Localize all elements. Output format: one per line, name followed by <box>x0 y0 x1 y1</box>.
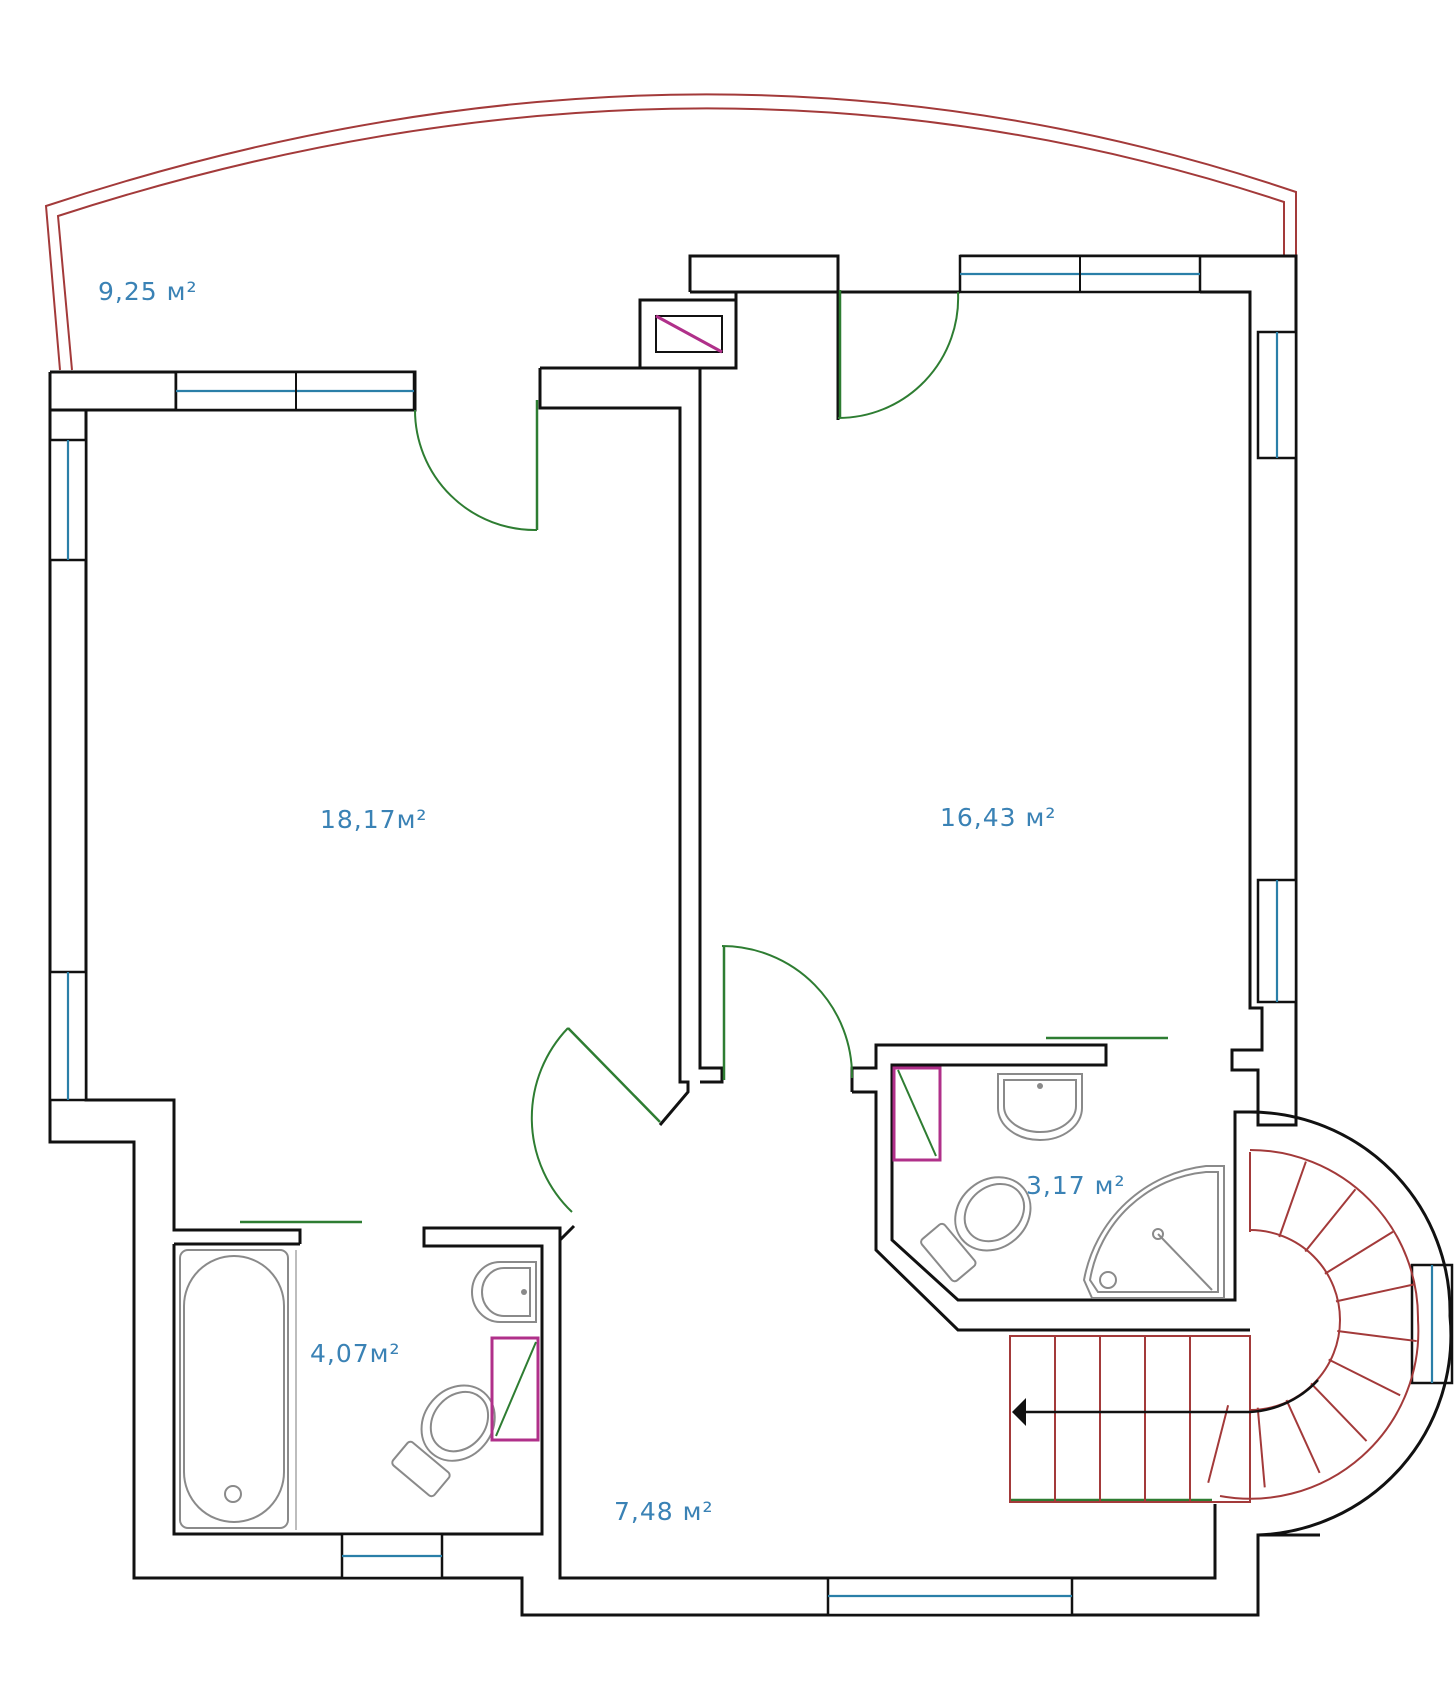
stair-arrow-icon <box>1015 1379 1319 1414</box>
washbasin-icon <box>471 1261 537 1323</box>
toilet-icon <box>920 1176 1032 1283</box>
stair-step <box>1328 1358 1401 1397</box>
hall-area-label: 7,48 м² <box>614 1497 714 1526</box>
stair-step <box>1207 1404 1230 1483</box>
stair-step <box>1310 1382 1368 1442</box>
bathroom-right-area-label: 3,17 м² <box>1026 1171 1126 1200</box>
washbasin-icon <box>997 1073 1083 1141</box>
spiral-staircase <box>1009 1110 1453 1537</box>
stair-step <box>1337 1330 1417 1343</box>
balcony-area-label: 9,25 м² <box>98 277 198 306</box>
shower-cabin-icon <box>1082 1165 1225 1299</box>
right-bathroom-fixtures <box>892 1066 1225 1299</box>
stair-step <box>1285 1399 1321 1474</box>
stair-step <box>1324 1230 1394 1275</box>
room-labels: 9,25 м² 18,17м² 16,43 м² 4,07м² 3,17 м² … <box>98 277 1126 1526</box>
bedroom-left-area-label: 18,17м² <box>320 805 427 834</box>
windows <box>48 254 1454 1617</box>
left-bathroom-fixtures <box>179 1249 540 1530</box>
bathroom-left-area-label: 4,07м² <box>310 1339 401 1368</box>
stair-step <box>1304 1188 1357 1253</box>
stair-step <box>1278 1161 1307 1238</box>
bathtub-icon <box>179 1249 297 1530</box>
toilet-icon <box>391 1384 496 1498</box>
stair-step <box>1256 1407 1266 1488</box>
bedroom-right-area-label: 16,43 м² <box>940 803 1056 832</box>
doors <box>240 290 1212 1502</box>
balcony-railing <box>44 93 1297 371</box>
stair-step <box>1335 1283 1415 1303</box>
